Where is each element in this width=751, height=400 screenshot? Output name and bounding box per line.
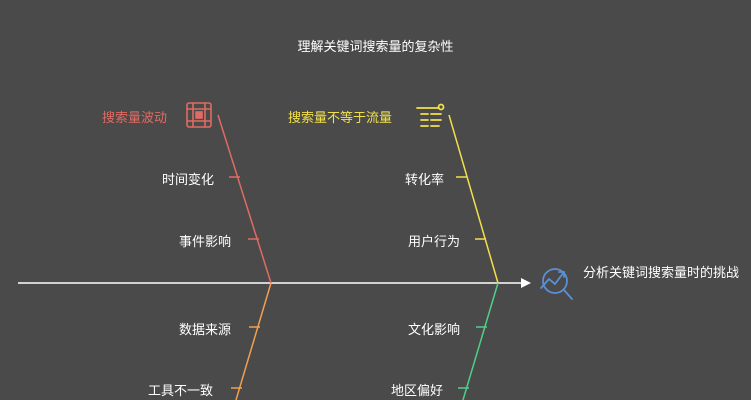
branch-data-source [235,282,272,400]
diagram-title: 理解关键词搜索量的复杂性 [297,40,454,55]
effect-label: 分析关键词搜索量时的挑战 [583,266,740,281]
cause-user-behavior: 用户行为 [408,235,461,250]
cause-time-change: 时间变化 [162,173,215,188]
cause-cultural-impact: 文化影响 [408,323,461,338]
chart-magnifier-icon [540,268,573,300]
category-search-not-equal-traffic: 搜索量不等于流量 [288,111,393,126]
branch-fluctuation [217,114,272,284]
cause-data-source: 数据来源 [179,323,232,338]
branch-traffic [448,114,499,284]
cause-conversion-rate: 转化率 [405,173,445,188]
branch-cultural [462,282,499,400]
list-lines-icon [416,103,445,127]
spine-arrowhead [521,278,531,288]
calendar-grid-icon [186,102,212,128]
cause-regional-preference: 地区偏好 [391,384,444,399]
cause-tool-inconsistent: 工具不一致 [148,384,214,399]
category-search-volume-fluctuation: 搜索量波动 [102,111,168,126]
cause-event-impact: 事件影响 [179,235,232,250]
